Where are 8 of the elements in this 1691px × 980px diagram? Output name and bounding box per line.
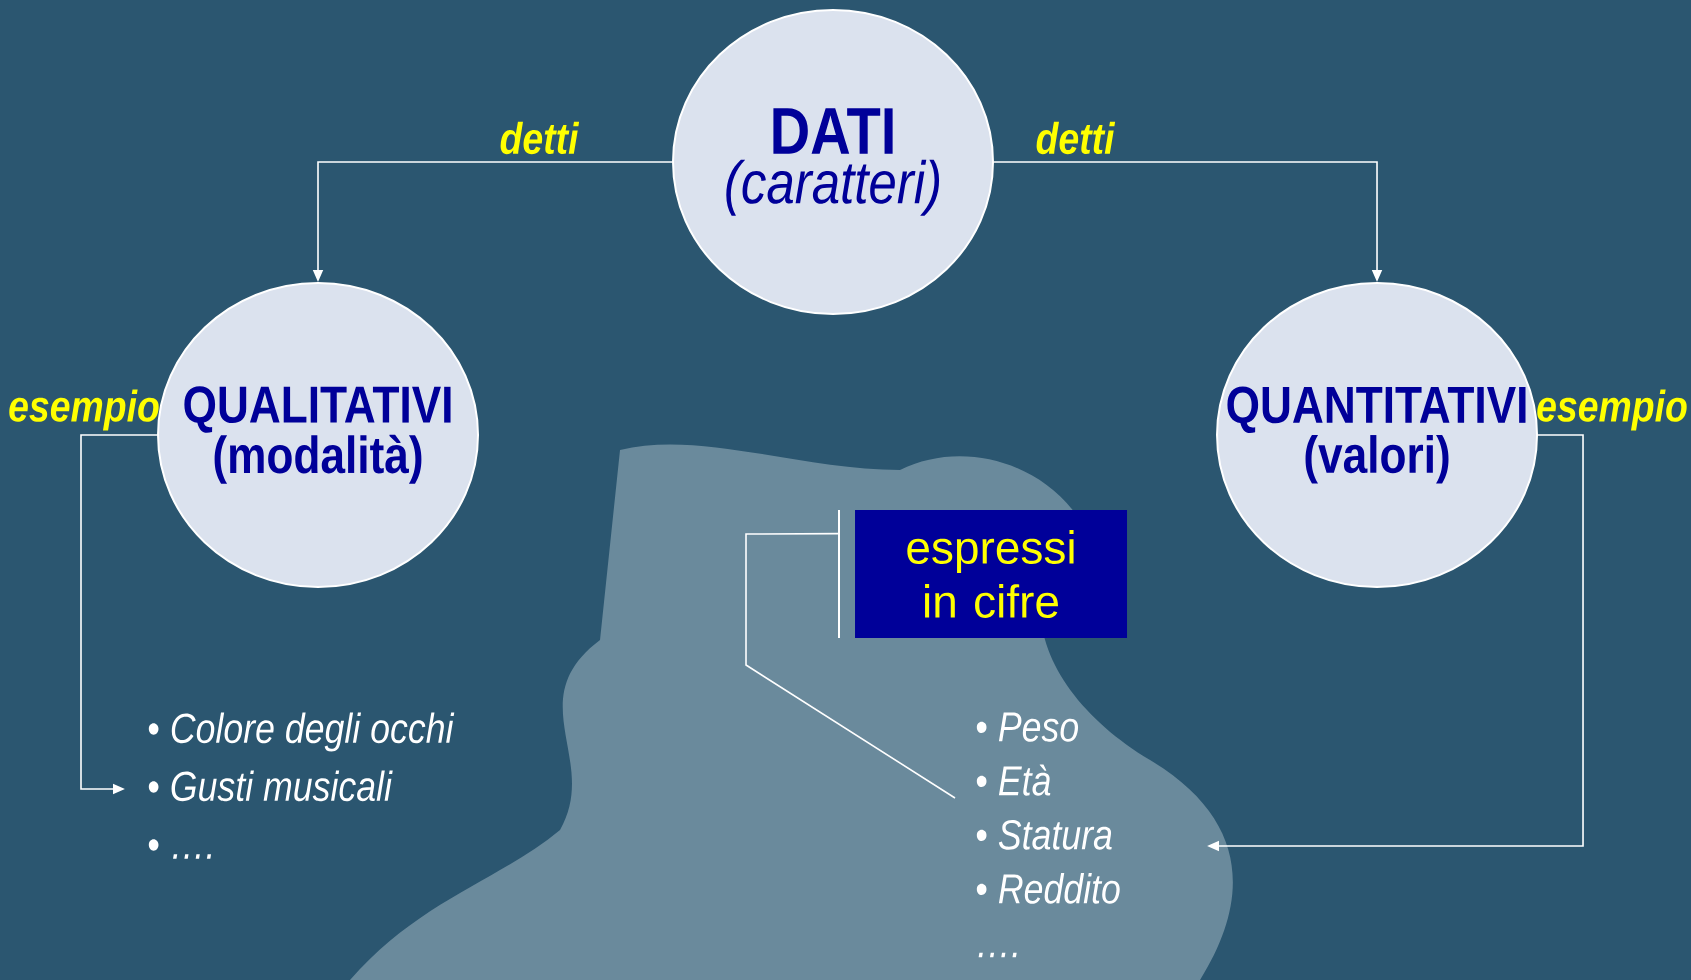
edge-label: detti (500, 121, 580, 155)
text-box: espressi in cifre (855, 510, 1127, 638)
edge-label: esempio (1537, 389, 1687, 431)
bullet-list: • Peso • Età • Statura • Reddito …. (976, 712, 1120, 958)
connector (745, 532, 956, 799)
bullet-list: • Colore degli occhi • Gusti musicali • …. (148, 712, 455, 859)
edge-label: detti (1036, 121, 1116, 155)
edge-label: esempio (9, 389, 159, 431)
